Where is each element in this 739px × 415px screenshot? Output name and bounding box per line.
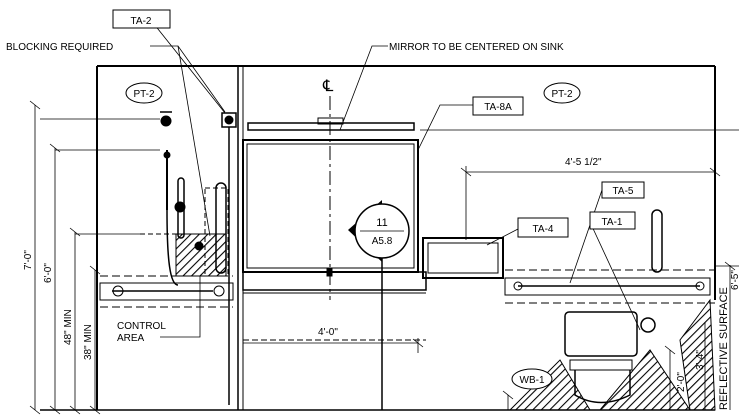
control-area-hatch: [175, 233, 227, 277]
tag-ta1[interactable]: TA-1: [589, 211, 636, 230]
dim-4-0: 4'-0": [318, 327, 338, 338]
note-control: CONTROL: [117, 321, 166, 332]
shower-area: [40, 111, 237, 405]
dim-7-0: 7'-0": [23, 250, 34, 270]
dim-4-5-half: 4'-5 1/2": [565, 157, 602, 168]
tag-pt2-left[interactable]: PT-2: [125, 82, 163, 104]
note-mirror-centered: MIRROR TO BE CENTERED ON SINK: [389, 42, 564, 53]
right-grab-bar: [504, 209, 715, 304]
note-blocking-required: BLOCKING REQUIRED: [6, 42, 113, 53]
centerline-symbol: ℄: [322, 78, 334, 95]
reflective-hatching: [508, 298, 716, 411]
svg-text:TA-1: TA-1: [602, 217, 623, 228]
dim-2-0: 2'-0": [676, 372, 687, 392]
tag-ta5[interactable]: TA-5: [601, 181, 645, 199]
ta4-dispenser: [422, 237, 504, 279]
mirror-assembly: [242, 96, 427, 341]
svg-text:TA-5: TA-5: [613, 186, 634, 197]
shower-head: [160, 115, 172, 127]
section-marker-11[interactable]: 11 A5.8: [348, 200, 410, 410]
section-number: 11: [376, 217, 387, 229]
svg-text:TA-2: TA-2: [131, 16, 152, 27]
shelf: [247, 122, 415, 131]
dim-3-4: 3'-4": [695, 350, 706, 370]
dimension-lines: [29, 100, 739, 415]
svg-text:TA-8A: TA-8A: [484, 102, 512, 113]
note-reflective-surface: REFLECTIVE SURFACE: [718, 287, 730, 410]
svg-text:TA-4: TA-4: [533, 224, 554, 235]
tag-ta2[interactable]: TA-2: [112, 9, 171, 29]
tag-wb1[interactable]: WB-1: [511, 368, 553, 390]
svg-text:PT-2: PT-2: [551, 89, 573, 100]
tag-pt2-right[interactable]: PT-2: [543, 82, 581, 104]
dim-48-min: 48" MIN: [63, 309, 74, 345]
svg-text:PT-2: PT-2: [133, 89, 155, 100]
dim-6-0: 6'-0": [43, 263, 54, 283]
section-sheet: A5.8: [372, 236, 393, 247]
dim-6-5: 6'-5": [730, 270, 739, 290]
svg-text:WB-1: WB-1: [520, 375, 545, 386]
sink: [242, 271, 427, 291]
tag-ta8a[interactable]: TA-8A: [472, 96, 524, 116]
note-area: AREA: [117, 333, 145, 344]
dim-38-min: 38" MIN: [83, 324, 94, 360]
tag-ta4[interactable]: TA-4: [517, 217, 569, 238]
